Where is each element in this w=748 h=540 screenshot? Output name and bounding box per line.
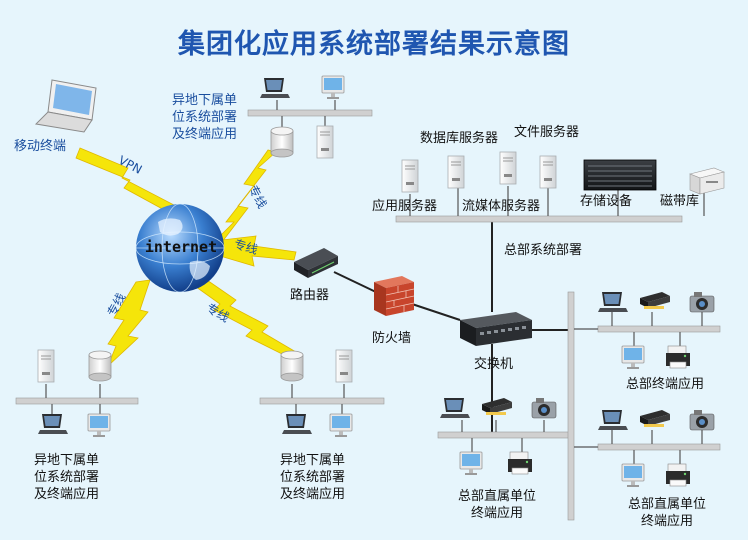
switch-label: 交换机 — [474, 357, 514, 372]
laptop-icon — [34, 79, 97, 133]
printer-icon — [665, 463, 691, 487]
tape-library-icon — [689, 167, 725, 195]
app-server-label: 应用服务器 — [372, 199, 438, 214]
server-tower-icon — [401, 159, 419, 193]
server-tower-icon — [447, 155, 465, 189]
router-label: 路由器 — [290, 288, 330, 303]
desktop-monitor-icon — [321, 75, 345, 100]
database-cylinder-icon — [88, 350, 112, 382]
remote-unit-middle-label: 异地下属单 位系统部署 及终端应用 — [280, 453, 346, 502]
desktop-monitor-icon — [621, 345, 645, 370]
streaming-server-label: 流媒体服务器 — [462, 199, 541, 214]
wiring — [333, 222, 573, 520]
database-cylinder-icon — [270, 126, 294, 158]
mobile-terminal-label: 移动终端 — [14, 139, 67, 154]
laptop-icon — [38, 414, 68, 434]
firewall-label: 防火墙 — [372, 331, 412, 346]
router-icon — [294, 248, 338, 278]
database-server-label: 数据库服务器 — [420, 131, 499, 146]
camera-icon — [531, 397, 557, 419]
laptop-icon — [598, 292, 628, 312]
file-server-label: 文件服务器 — [514, 125, 580, 140]
server-tower-icon — [316, 125, 334, 159]
scanner-icon — [640, 292, 670, 309]
scanner-icon — [482, 398, 512, 415]
scanner-icon — [640, 410, 670, 427]
remote-unit-left-label: 异地下属单 位系统部署 及终端应用 — [34, 453, 100, 502]
laptop-icon — [598, 410, 628, 430]
server-tower-icon — [539, 155, 557, 189]
storage-rack-icon — [583, 159, 657, 191]
page-title: 集团化应用系统部署结果示意图 — [178, 29, 570, 60]
remote-unit-top-label: 异地下属单 位系统部署 及终端应用 — [172, 93, 238, 142]
desktop-monitor-icon — [87, 413, 111, 438]
laptop-icon — [440, 398, 470, 418]
tape-library-label: 磁带库 — [660, 194, 700, 209]
desktop-monitor-icon — [621, 463, 645, 488]
server-tower-icon — [37, 349, 55, 383]
server-tower-icon — [335, 349, 353, 383]
hq-direct-unit-bottom-label: 总部直属单位 终端应用 — [458, 489, 537, 521]
hq-terminal-label: 总部终端应用 — [626, 377, 705, 392]
database-cylinder-icon — [280, 350, 304, 382]
buses — [15, 109, 721, 451]
hq-direct-unit-right-label: 总部直属单位 终端应用 — [628, 497, 707, 529]
internet-label: internet — [144, 238, 218, 256]
leased-line-router — [219, 235, 297, 267]
leased-line-left — [107, 279, 151, 367]
globe-icon — [135, 203, 225, 293]
laptop-icon — [282, 414, 312, 434]
hq-deployment-label: 总部系统部署 — [504, 243, 583, 258]
server-tower-icon — [499, 151, 517, 185]
camera-icon — [689, 291, 715, 313]
firewall-icon — [374, 276, 415, 316]
desktop-monitor-icon — [329, 413, 353, 438]
switch-icon — [460, 312, 532, 346]
laptop-icon — [260, 78, 290, 98]
printer-icon — [507, 451, 533, 475]
camera-icon — [689, 409, 715, 431]
printer-icon — [665, 345, 691, 369]
desktop-monitor-icon — [459, 451, 483, 476]
storage-label: 存储设备 — [580, 194, 633, 209]
